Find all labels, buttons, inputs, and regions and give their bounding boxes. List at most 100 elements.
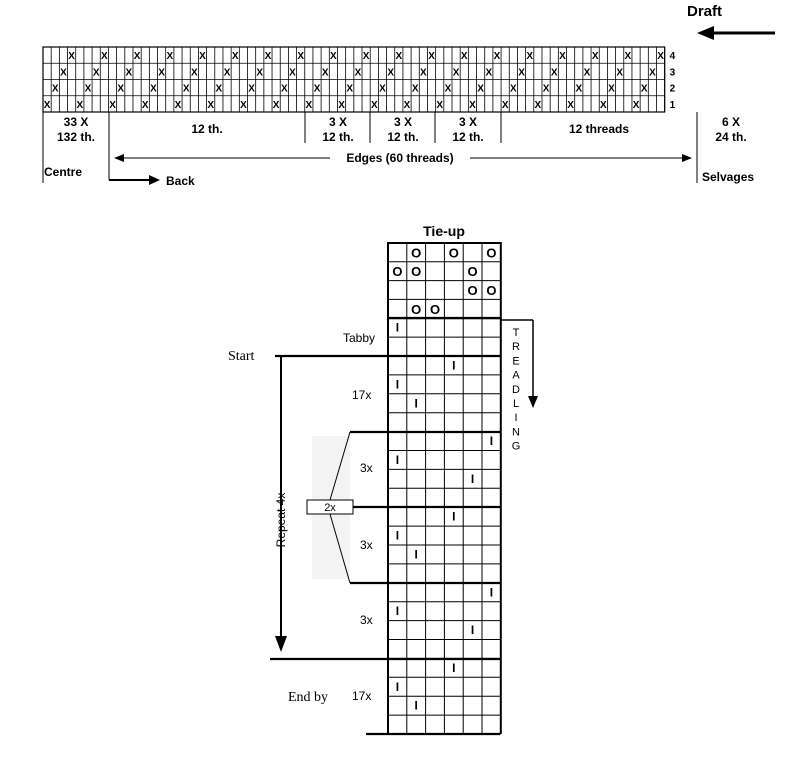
section-labels: 33 X 132 th. 12 th. 3 X 12 th. 3 X 12 th… <box>57 115 747 144</box>
thread-mark: X <box>150 84 157 95</box>
tieup-mark: O <box>392 264 402 279</box>
treadling-letter: T <box>513 327 520 339</box>
treadle-mark: I <box>452 661 455 675</box>
treadle-mark: I <box>415 699 418 713</box>
thread-mark: X <box>363 51 370 62</box>
thread-mark: X <box>273 100 280 111</box>
thread-mark: X <box>477 84 484 95</box>
draft-title: Draft <box>687 3 722 20</box>
thread-mark: X <box>649 67 656 78</box>
thread-mark: X <box>85 84 92 95</box>
treadling-letter: A <box>512 370 520 382</box>
treadle-mark: I <box>471 623 474 637</box>
treadle-mark: I <box>396 377 399 391</box>
tieup-mark: O <box>486 283 496 298</box>
treadle-mark: I <box>452 510 455 524</box>
thread-mark: X <box>191 67 198 78</box>
thread-mark: X <box>240 100 247 111</box>
thread-mark: X <box>44 100 51 111</box>
tieup-title: Tie-up <box>423 223 465 239</box>
thread-mark: X <box>142 100 149 111</box>
thread-mark: X <box>224 67 231 78</box>
thread-mark: X <box>183 84 190 95</box>
treadle-mark: I <box>490 585 493 599</box>
thread-mark: X <box>510 84 517 95</box>
section-label: 33 X <box>64 115 89 129</box>
thread-mark: X <box>248 84 255 95</box>
section-label: 12 th. <box>387 130 418 144</box>
thread-mark: X <box>306 100 313 111</box>
thread-mark: X <box>543 84 550 95</box>
treadle-mark: I <box>415 396 418 410</box>
thread-mark: X <box>600 100 607 111</box>
draft-direction-arrow <box>697 26 775 40</box>
repeat-label: Repeat 4x <box>274 493 288 548</box>
thread-mark: X <box>76 100 83 111</box>
thread-mark: X <box>625 51 632 62</box>
back-arrow <box>109 175 160 185</box>
thread-mark: X <box>371 100 378 111</box>
thread-mark: X <box>93 67 100 78</box>
thread-mark: X <box>633 100 640 111</box>
thread-mark: X <box>551 67 558 78</box>
tieup-mark: O <box>430 302 440 317</box>
shaft-label: 3 <box>670 67 676 78</box>
treadling-letter: G <box>512 441 521 453</box>
thread-mark: X <box>314 84 321 95</box>
treadling-grid <box>387 317 502 735</box>
thread-mark: X <box>641 84 648 95</box>
treadling-letter: I <box>514 412 517 424</box>
treadle-mark: I <box>396 453 399 467</box>
tieup-mark: O <box>411 264 421 279</box>
end-label: End by <box>288 690 328 705</box>
threading-grid <box>42 46 666 113</box>
block-label: 3x <box>360 613 373 627</box>
treadle-mark: I <box>471 472 474 486</box>
thread-mark: X <box>256 67 263 78</box>
selvages-label: Selvages <box>702 170 754 184</box>
thread-mark: X <box>68 51 75 62</box>
section-label: 3 X <box>394 115 412 129</box>
thread-mark: X <box>502 100 509 111</box>
block-label: 17x <box>352 689 371 703</box>
thread-mark: X <box>567 100 574 111</box>
thread-mark: X <box>559 51 566 62</box>
thread-mark: X <box>207 100 214 111</box>
section-separators <box>42 112 698 183</box>
thread-mark: X <box>232 51 239 62</box>
section-label: 132 th. <box>57 130 95 144</box>
shaft-label: 2 <box>670 84 676 95</box>
treadle-mark: I <box>396 529 399 543</box>
thread-mark: X <box>117 84 124 95</box>
tieup-mark: O <box>486 245 496 260</box>
thread-mark: X <box>526 51 533 62</box>
section-label: 6 X <box>722 115 740 129</box>
thread-mark: X <box>616 67 623 78</box>
thread-mark: X <box>355 67 362 78</box>
section-label: 24 th. <box>715 130 746 144</box>
treadle-mark: I <box>452 358 455 372</box>
treadling-letter: N <box>512 426 520 438</box>
section-label: 12 threads <box>569 122 629 136</box>
thread-mark: X <box>281 84 288 95</box>
thread-mark: X <box>404 100 411 111</box>
thread-mark: X <box>338 100 345 111</box>
thread-mark: X <box>494 51 501 62</box>
thread-mark: X <box>330 51 337 62</box>
thread-mark: X <box>453 67 460 78</box>
treadling-direction-arrow <box>501 319 538 408</box>
thread-mark: X <box>469 100 476 111</box>
twice-bracket <box>306 431 354 584</box>
thread-mark: X <box>60 67 67 78</box>
tieup-grid <box>387 242 502 320</box>
treadle-mark: I <box>396 604 399 618</box>
block-label: 3x <box>360 538 373 552</box>
treadling-letter: L <box>513 398 519 410</box>
tieup-mark: O <box>411 302 421 317</box>
treadling-letter: R <box>512 341 520 353</box>
thread-mark: X <box>265 51 272 62</box>
